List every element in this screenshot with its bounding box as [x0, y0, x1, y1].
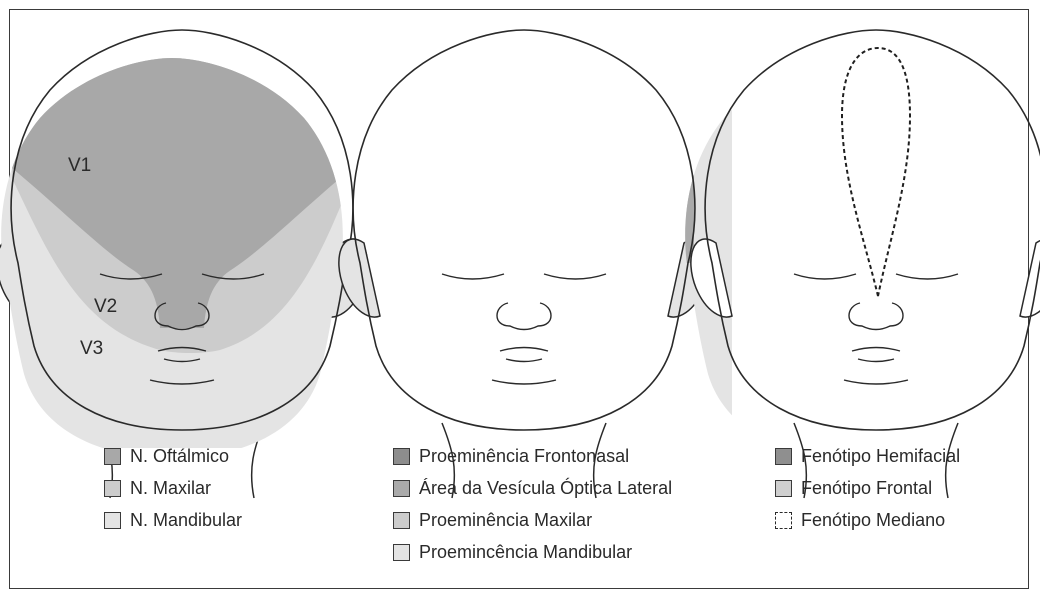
median-phenotype-outline: [842, 48, 910, 296]
region-hemifacial-phenotype: [878, 62, 1012, 354]
legend-label: Fenótipo Frontal: [801, 478, 932, 499]
swatch-optic-vesicle: [393, 480, 410, 497]
legend-trigeminal: N. Oftálmico N. Maxilar N. Mandibular: [104, 444, 242, 540]
legend-item: Fenótipo Mediano: [775, 508, 960, 533]
face-background: [684, 28, 1040, 448]
legend-label: N. Mandibular: [130, 510, 242, 531]
legend-embryology: Proeminência Frontonasal Área da Vesícul…: [393, 444, 672, 572]
swatch-frontal: [775, 480, 792, 497]
legend-item: N. Oftálmico: [104, 444, 242, 469]
legend-phenotypes: Fenótipo Hemifacial Fenótipo Frontal Fen…: [775, 444, 960, 540]
swatch-maxillary: [104, 480, 121, 497]
region-frontal-phenotype: [729, 94, 878, 268]
legend-item: Proemincência Mandibular: [393, 540, 672, 565]
legend-label: Área da Vesícula Óptica Lateral: [419, 478, 672, 499]
swatch-mandibular: [104, 512, 121, 529]
legend-item: Fenótipo Hemifacial: [775, 444, 960, 469]
legend-label: Fenótipo Mediano: [801, 510, 945, 531]
legend-item: N. Maxilar: [104, 476, 242, 501]
legend-item: Fenótipo Frontal: [775, 476, 960, 501]
legend-item: Proeminência Maxilar: [393, 508, 672, 533]
swatch-hemifacial: [775, 448, 792, 465]
legend-item: Proeminência Frontonasal: [393, 444, 672, 469]
region-frontonasal: [421, 32, 626, 350]
legend-label: Proeminência Frontonasal: [419, 446, 629, 467]
label-v3: V3: [80, 338, 103, 359]
legend-label: Proemincência Mandibular: [419, 542, 632, 563]
swatch-frontonasal: [393, 448, 410, 465]
face-trigeminal: V1 V2 V3: [0, 28, 390, 498]
legend-item: N. Mandibular: [104, 508, 242, 533]
ears-face3: [691, 239, 1040, 317]
swatch-maxillary-prominence: [393, 512, 410, 529]
facial-features: [794, 274, 958, 384]
face-embryology: [332, 28, 732, 498]
legend-label: Fenótipo Hemifacial: [801, 446, 960, 467]
legend-label: Proeminência Maxilar: [419, 510, 592, 531]
region-optic-vesicle: [354, 28, 694, 263]
label-v2: V2: [94, 296, 117, 317]
legend-item: Área da Vesícula Óptica Lateral: [393, 476, 672, 501]
legend-label: N. Oftálmico: [130, 446, 229, 467]
swatch-median: [775, 512, 792, 529]
facial-features: [442, 274, 606, 384]
label-v1: V1: [68, 155, 91, 176]
swatch-mandibular-prominence: [393, 544, 410, 561]
ears-face2: [339, 239, 709, 317]
legend-label: N. Maxilar: [130, 478, 211, 499]
face-phenotypes: [684, 28, 1040, 498]
swatch-ophthalmic: [104, 448, 121, 465]
